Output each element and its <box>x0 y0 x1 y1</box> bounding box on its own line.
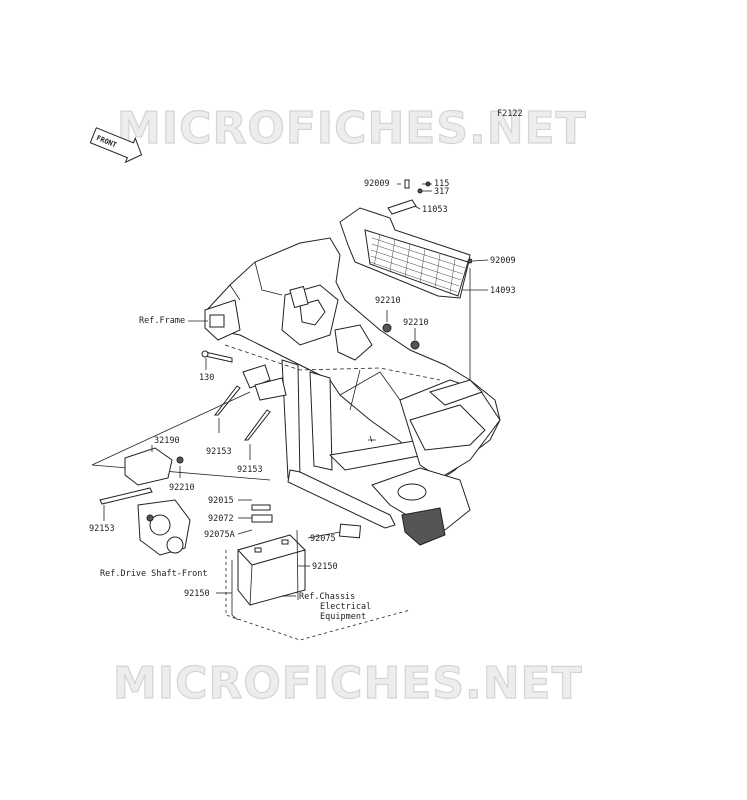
watermark-top: MICROFICHES.NET <box>117 103 587 154</box>
reference-labels: Ref.Frame Ref.Drive Shaft-Front Ref.Chas… <box>100 316 371 622</box>
part-label: 92072 <box>208 514 234 524</box>
ref-drive-shaft-label: Ref.Drive Shaft-Front <box>100 569 207 579</box>
part-label: 92150 <box>184 589 210 599</box>
leader-lines <box>103 183 489 597</box>
part-label: 32190 <box>154 436 180 446</box>
part-label: 92009 <box>364 179 390 189</box>
ref-frame-label: Ref.Frame <box>139 316 185 326</box>
part-label: 92210 <box>169 483 195 493</box>
battery-assembly <box>231 504 362 621</box>
part-label: 92210 <box>375 296 401 306</box>
part-labels: 92009 115 317 11053 92009 14093 92210 92… <box>89 179 516 599</box>
part-label: 92009 <box>490 256 516 266</box>
part-label: 14093 <box>490 286 516 296</box>
frame-drawing <box>204 237 501 546</box>
part-label: 92153 <box>89 524 115 534</box>
part-label: 130 <box>199 373 214 383</box>
part-label: 92075A <box>204 530 235 540</box>
bolts <box>201 323 420 441</box>
part-label: 92153 <box>206 447 232 457</box>
floor-guard-14093 <box>339 207 471 299</box>
ref-chassis-label: Equipment <box>320 612 366 622</box>
watermark-bottom: MICROFICHES.NET <box>113 658 583 709</box>
part-label: 92015 <box>208 496 234 506</box>
part-label: 11053 <box>422 205 448 215</box>
part-label: 317 <box>434 187 449 197</box>
actuator-32190 <box>99 447 191 556</box>
part-label: 92153 <box>237 465 263 475</box>
ref-chassis-label: Electrical <box>320 602 371 612</box>
part-label: 115 <box>434 179 449 189</box>
diagram-code: F2122 <box>497 109 523 119</box>
ref-chassis-label: Ref.Chassis <box>299 592 355 602</box>
part-label: 92075 <box>310 534 336 544</box>
part-label: 92210 <box>403 318 429 328</box>
front-arrow-icon: FRONT <box>89 127 143 164</box>
part-label: 92150 <box>312 562 338 572</box>
